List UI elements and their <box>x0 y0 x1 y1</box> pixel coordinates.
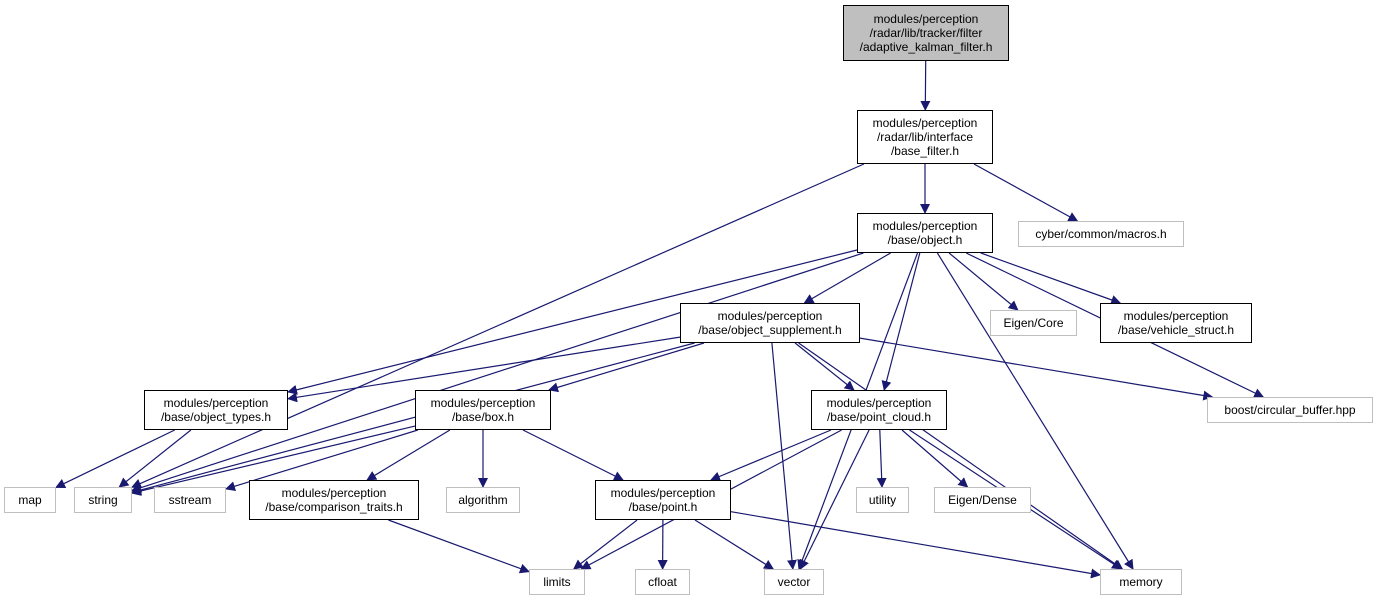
edge-box-to-sstream <box>225 429 419 492</box>
edge-point-cloud-to-eigen-dense <box>901 429 969 488</box>
edge-object-to-memory <box>936 252 1134 570</box>
edge-box-to-string <box>131 425 416 496</box>
node-circular-buffer: boost/circular_buffer.hpp <box>1207 397 1373 423</box>
node-cfloat: cfloat <box>635 569 690 595</box>
node-utility: utility <box>856 487 909 513</box>
node-algorithm: algorithm <box>446 487 520 513</box>
edge-object-supplement-to-circular-buffer <box>859 337 1214 401</box>
node-memory: memory <box>1100 569 1182 595</box>
node-point-cloud[interactable]: modules/perception /base/point_cloud.h <box>811 390 947 430</box>
edge-point-to-memory <box>730 511 1101 579</box>
node-comparison-traits[interactable]: modules/perception /base/comparison_trai… <box>249 480 419 520</box>
node-limits: limits <box>529 569 585 595</box>
edge-object-to-point-cloud <box>881 252 921 391</box>
edge-object-supplement-to-vector <box>771 342 797 570</box>
edge-object-supplement-to-string <box>131 342 695 495</box>
edge-object-to-object-types <box>287 249 858 395</box>
edge-object-types-to-string <box>118 429 192 488</box>
node-base-filter[interactable]: modules/perception /radar/lib/interface … <box>857 110 993 164</box>
edge-object-to-object-supplement <box>803 252 891 304</box>
node-eigen-core: Eigen/Core <box>990 310 1077 336</box>
node-object-supplement[interactable]: modules/perception /base/object_suppleme… <box>680 303 860 343</box>
edge-object-to-vehicle-struct <box>980 252 1122 305</box>
edge-comparison-traits-to-limits <box>388 519 530 574</box>
node-box[interactable]: modules/perception /base/box.h <box>415 390 551 430</box>
edge-box-to-comparison-traits <box>366 429 451 481</box>
node-object[interactable]: modules/perception /base/object.h <box>857 213 993 253</box>
edge-point-to-limits <box>573 519 638 570</box>
edge-base-filter-to-string <box>131 163 865 489</box>
node-map: map <box>4 487 56 513</box>
node-macros: cyber/common/macros.h <box>1018 221 1184 247</box>
edge-object-supplement-to-object-types <box>287 336 681 403</box>
edge-point-cloud-to-utility <box>876 429 887 488</box>
edge-point-to-vector <box>694 519 775 570</box>
edge-object-to-string <box>131 252 864 493</box>
node-string: string <box>74 487 132 513</box>
edge-object-to-eigen-core <box>948 252 1019 311</box>
node-object-types[interactable]: modules/perception /base/object_types.h <box>144 390 288 430</box>
edge-object-supplement-to-memory <box>798 342 1124 570</box>
edge-object-supplement-to-point-cloud <box>794 342 855 391</box>
edge-box-to-point <box>522 429 624 481</box>
edge-base-filter-to-macros <box>973 163 1079 222</box>
node-sstream: sstream <box>154 487 226 513</box>
node-vector: vector <box>764 569 824 595</box>
edge-object-supplement-to-box <box>548 342 705 393</box>
edge-object-types-to-map <box>55 429 175 488</box>
node-vehicle-struct[interactable]: modules/perception /base/vehicle_struct.… <box>1100 303 1252 343</box>
edge-point-cloud-to-point <box>710 429 832 482</box>
node-eigen-dense: Eigen/Dense <box>934 487 1031 513</box>
node-point[interactable]: modules/perception /base/point.h <box>595 480 731 520</box>
edge-point-cloud-to-vector <box>799 429 870 570</box>
node-adaptive-kalman-filter[interactable]: modules/perception /radar/lib/tracker/fi… <box>843 5 1009 61</box>
